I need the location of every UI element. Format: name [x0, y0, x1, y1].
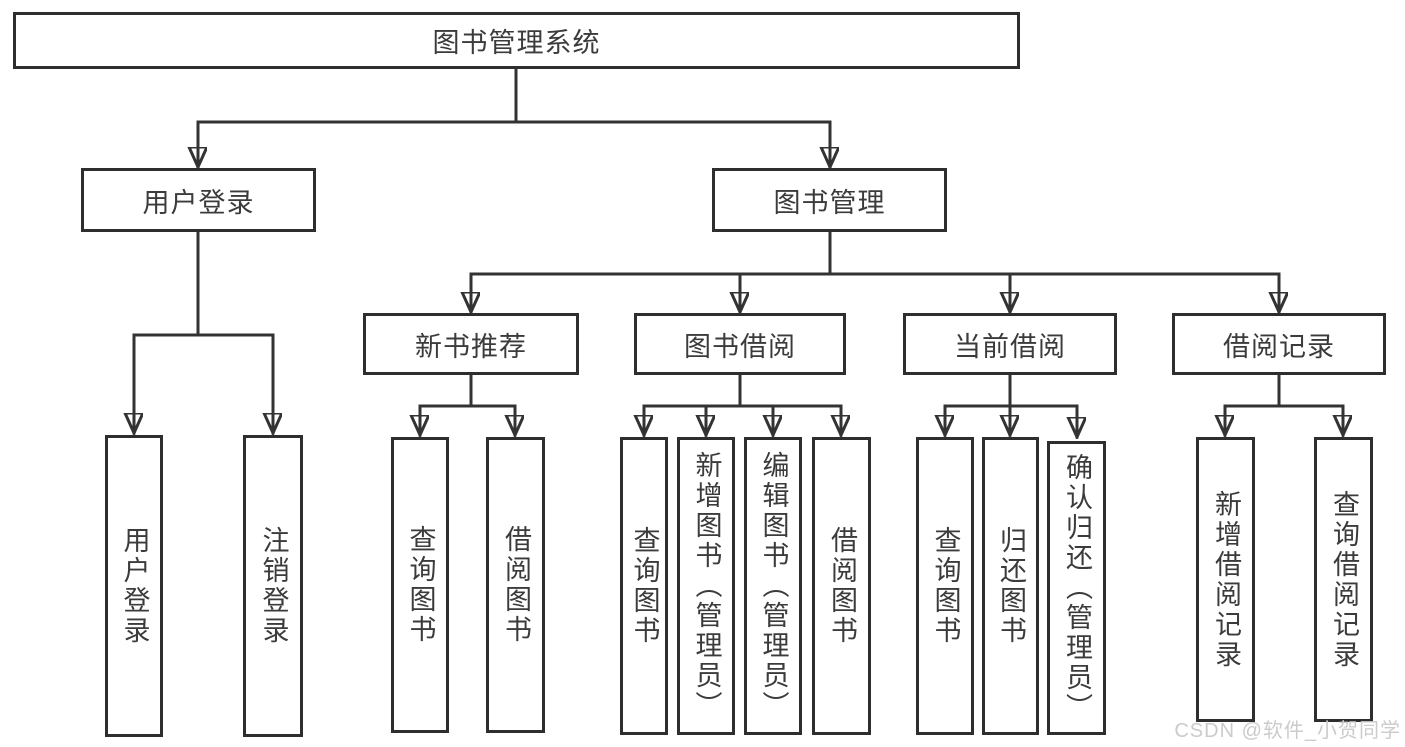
leaf-query-books-recommend: 查询图书	[391, 437, 449, 733]
leaf-add-books-admin: 新增图书（管理员）	[677, 437, 735, 735]
node-label: 查询图书	[405, 525, 436, 645]
connector-user-login-children	[134, 230, 273, 433]
node-book-borrowing: 图书借阅	[634, 313, 846, 375]
node-label: 编辑图书（管理员）	[758, 451, 789, 721]
connector-borrowing-records-children	[1225, 373, 1343, 435]
connector-new-book-children	[420, 373, 515, 435]
leaf-logout: 注销登录	[243, 435, 303, 737]
leaf-confirm-return-admin: 确认归还（管理员）	[1047, 441, 1106, 735]
node-label: 借阅记录	[1223, 331, 1335, 362]
leaf-query-borrow-record: 查询借阅记录	[1314, 437, 1373, 722]
node-label: 图书借阅	[684, 331, 796, 362]
node-label: 借阅图书	[501, 525, 531, 645]
watermark: CSDN @软件_小贺同学	[1174, 720, 1401, 742]
node-book-management: 图书管理	[712, 168, 947, 232]
node-label: 借阅图书	[827, 526, 857, 646]
leaf-query-books-current: 查询图书	[916, 437, 974, 735]
node-user-login: 用户登录	[81, 168, 316, 232]
node-label: 用户登录	[119, 526, 150, 646]
node-label: 当前借阅	[954, 331, 1066, 362]
node-label: 图书管理系统	[432, 28, 601, 58]
node-label: 查询图书	[629, 526, 660, 646]
leaf-borrow-books-borrowing: 借阅图书	[812, 437, 871, 735]
leaf-return-books: 归还图书	[982, 437, 1039, 735]
node-borrowing-records: 借阅记录	[1172, 313, 1386, 375]
leaf-query-books-borrowing: 查询图书	[620, 437, 668, 735]
node-label: 新书推荐	[415, 331, 527, 362]
leaf-borrow-books-recommend: 借阅图书	[486, 437, 545, 733]
node-label: 查询借阅记录	[1329, 489, 1359, 670]
connector-book-management-children	[471, 230, 1279, 312]
leaf-add-borrow-record: 新增借阅记录	[1196, 437, 1255, 722]
node-label: 新增借阅记录	[1211, 489, 1241, 670]
connector-root-to-level2	[198, 66, 830, 167]
node-label: 查询图书	[930, 526, 961, 646]
node-label: 确认归还（管理员）	[1062, 453, 1092, 723]
leaf-edit-books-admin: 编辑图书（管理员）	[744, 437, 802, 735]
connector-book-borrowing-children	[644, 373, 841, 435]
node-label: 注销登录	[258, 526, 289, 646]
node-label: 用户登录	[142, 187, 255, 218]
node-new-book-recommend: 新书推荐	[363, 313, 579, 375]
connector-current-borrowing-children	[945, 373, 1077, 437]
node-library-system: 图书管理系统	[13, 12, 1020, 69]
node-current-borrowing: 当前借阅	[903, 313, 1117, 375]
node-label: 归还图书	[996, 526, 1026, 646]
node-label: 新增图书（管理员）	[691, 451, 722, 721]
node-label: 图书管理	[773, 187, 886, 218]
leaf-user-login: 用户登录	[105, 435, 163, 737]
